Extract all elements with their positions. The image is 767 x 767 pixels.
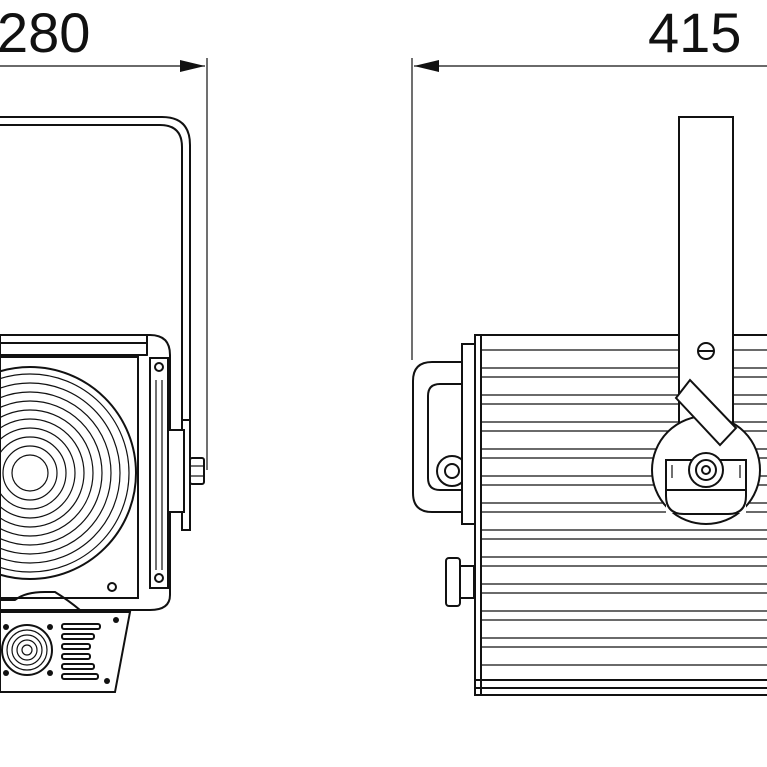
tilt-lock-lever (674, 378, 738, 447)
front-screw (154, 362, 164, 372)
front-screw (154, 573, 164, 583)
front-dimension: 280 (0, 1, 208, 470)
front-side-mount (167, 429, 185, 513)
vent-slots (61, 623, 101, 680)
side-view: 415 (411, 1, 767, 696)
side-dimension: 415 (411, 1, 767, 360)
side-dimension-label: 415 (648, 1, 741, 64)
pivot-bolt (688, 452, 724, 488)
front-yoke-inner (0, 124, 183, 431)
side-dimension-arrow (414, 60, 439, 72)
rear-flange (461, 343, 477, 525)
front-dimension-arrow (180, 60, 205, 72)
front-lens-frame (0, 356, 139, 599)
fan-icon (1, 624, 53, 676)
front-view: 280 (0, 1, 208, 693)
front-yoke-outer (0, 116, 191, 461)
front-screw (107, 582, 117, 592)
front-dimension-label: 280 (0, 1, 90, 64)
front-side-rail (149, 357, 169, 589)
fresnel-lens (0, 366, 137, 580)
focus-knob (445, 557, 461, 607)
front-power-box (0, 611, 132, 693)
front-yoke-knob (189, 457, 205, 485)
